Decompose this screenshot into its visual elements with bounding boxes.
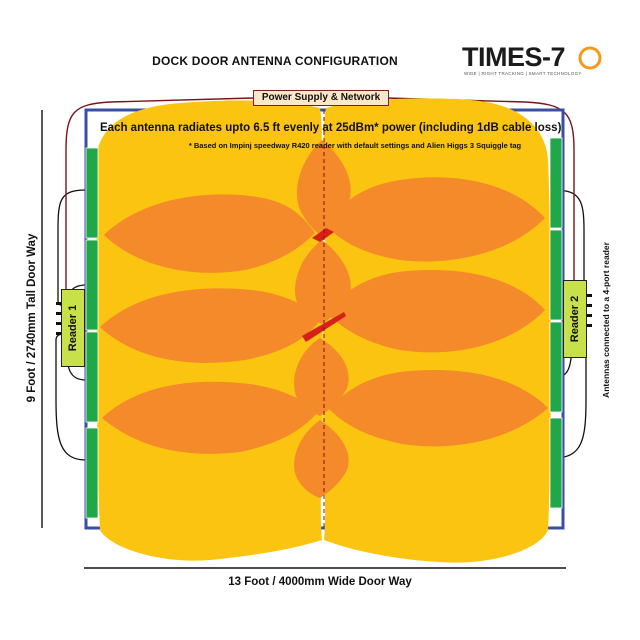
antenna-side-note: Antennas connected to a 4-port reader xyxy=(601,242,611,398)
radiation-fields xyxy=(96,98,551,563)
reader-ports xyxy=(56,294,592,335)
antenna-left-3 xyxy=(85,331,99,423)
antenna-right-2 xyxy=(549,229,563,321)
logo-tagline: WIDE | RIGHT TRACKING | SMART TECHNOLOGY xyxy=(464,71,582,76)
overlap-1 xyxy=(312,228,334,242)
power-supply-box: Power Supply & Network xyxy=(253,90,389,106)
antenna-left-1 xyxy=(85,147,99,239)
diagram-title: DOCK DOOR ANTENNA CONFIGURATION xyxy=(152,54,398,68)
lobe-right-1 xyxy=(325,177,545,262)
antenna-right-4 xyxy=(549,417,563,509)
antenna-left-4 xyxy=(85,427,99,519)
reader-2-box: Reader 2 xyxy=(563,280,587,358)
logo-swoosh xyxy=(578,46,602,70)
lobe-center-3 xyxy=(294,338,349,416)
reader-2-label: Reader 2 xyxy=(569,295,581,343)
lobe-left-3 xyxy=(102,381,318,454)
logo-wordmark: TIMES-7 xyxy=(462,42,566,72)
height-label: 9 Foot / 2740mm Tall Door Way xyxy=(26,233,38,403)
antenna-right-3 xyxy=(549,321,563,413)
right-antennas xyxy=(549,137,563,509)
signal-cables xyxy=(55,189,587,461)
antenna-left-2 xyxy=(85,239,99,331)
reader-1-box: Reader 1 xyxy=(61,289,85,367)
lobe-right-3 xyxy=(328,369,548,447)
radiation-headline: Each antenna radiates upto 6.5 ft evenly… xyxy=(100,122,562,134)
reader-1-label: Reader 1 xyxy=(67,304,79,352)
lobe-left-2 xyxy=(100,288,322,363)
lobe-left-1 xyxy=(104,194,315,273)
width-label: 13 Foot / 4000mm Wide Door Way xyxy=(228,576,412,588)
lobe-center-2 xyxy=(295,240,351,324)
lobe-center-4 xyxy=(294,420,349,498)
lobe-right-2 xyxy=(326,269,545,353)
times7-logo: TIMES-7 WIDE | RIGHT TRACKING | SMART TE… xyxy=(462,40,612,80)
radiation-footnote: * Based on Impinj speedway R420 reader w… xyxy=(188,141,522,150)
left-antennas xyxy=(85,147,99,519)
antenna-right-1 xyxy=(549,137,563,229)
